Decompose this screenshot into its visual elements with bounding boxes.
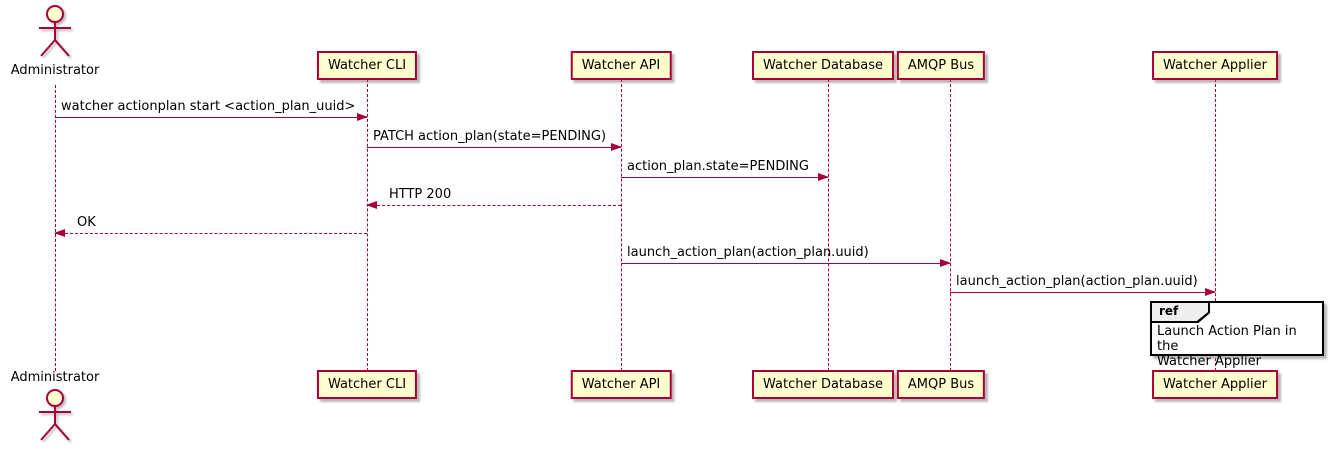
ref-text-line-2: Watcher Applier [1157, 354, 1261, 369]
participant-bottom-amqp-bus: AMQP Bus [896, 370, 986, 399]
ref-fragment: ref Launch Action Plan in the Watcher Ap… [1150, 301, 1324, 369]
message-label: OK [77, 215, 96, 230]
lifeline-watcher-cli [367, 79, 368, 371]
lifeline-administrator [55, 85, 56, 371]
message-line [621, 177, 828, 178]
actor-icon [33, 3, 77, 65]
ref-text-line-1: Launch Action Plan in the [1157, 324, 1297, 354]
message-label: PATCH action_plan(state=PENDING) [373, 129, 607, 144]
lifeline-amqp-bus [950, 79, 951, 371]
participant-bottom-watcher-api: Watcher API [570, 370, 672, 399]
message-label: HTTP 200 [389, 187, 452, 202]
arrowhead-right-icon [357, 113, 368, 121]
message-line [55, 233, 367, 234]
participant-top-watcher-cli: Watcher CLI [316, 51, 418, 80]
participant-bottom-watcher-cli: Watcher CLI [316, 370, 418, 399]
participant-bottom-watcher-applier: Watcher Applier [1152, 370, 1278, 399]
message-line [367, 147, 621, 148]
participant-top-watcher-api: Watcher API [570, 51, 672, 80]
participant-top-watcher-database: Watcher Database [752, 51, 894, 80]
arrowhead-right-icon [1205, 288, 1216, 296]
message-label: launch_action_plan(action_plan.uuid) [627, 245, 869, 260]
message-line [367, 205, 621, 206]
participant-top-amqp-bus: AMQP Bus [896, 51, 986, 80]
arrowhead-left-icon [366, 201, 377, 209]
actor-icon-bottom [33, 387, 77, 449]
arrowhead-left-icon [54, 229, 65, 237]
arrowhead-right-icon [818, 173, 829, 181]
arrowhead-right-icon [611, 143, 622, 151]
lifeline-watcher-applier [1215, 79, 1216, 371]
arrowhead-right-icon [940, 259, 951, 267]
ref-text: Launch Action Plan in the Watcher Applie… [1157, 324, 1319, 369]
message-line [950, 292, 1215, 293]
ref-tab-label: ref [1152, 303, 1208, 321]
ref-tab: ref [1152, 303, 1210, 323]
participant-bottom-watcher-database: Watcher Database [752, 370, 894, 399]
message-label: launch_action_plan(action_plan.uuid) [956, 274, 1198, 289]
message-label: action_plan.state=PENDING [627, 159, 809, 174]
actor-label-administrator-top: Administrator [10, 63, 100, 78]
lifeline-watcher-database [828, 79, 829, 371]
message-label: watcher actionplan start <action_plan_uu… [61, 99, 356, 114]
lifeline-watcher-api [621, 79, 622, 371]
message-line [621, 263, 950, 264]
message-line [55, 117, 367, 118]
actor-label-administrator-bottom: Administrator [10, 370, 100, 385]
participant-top-watcher-applier: Watcher Applier [1152, 51, 1278, 80]
